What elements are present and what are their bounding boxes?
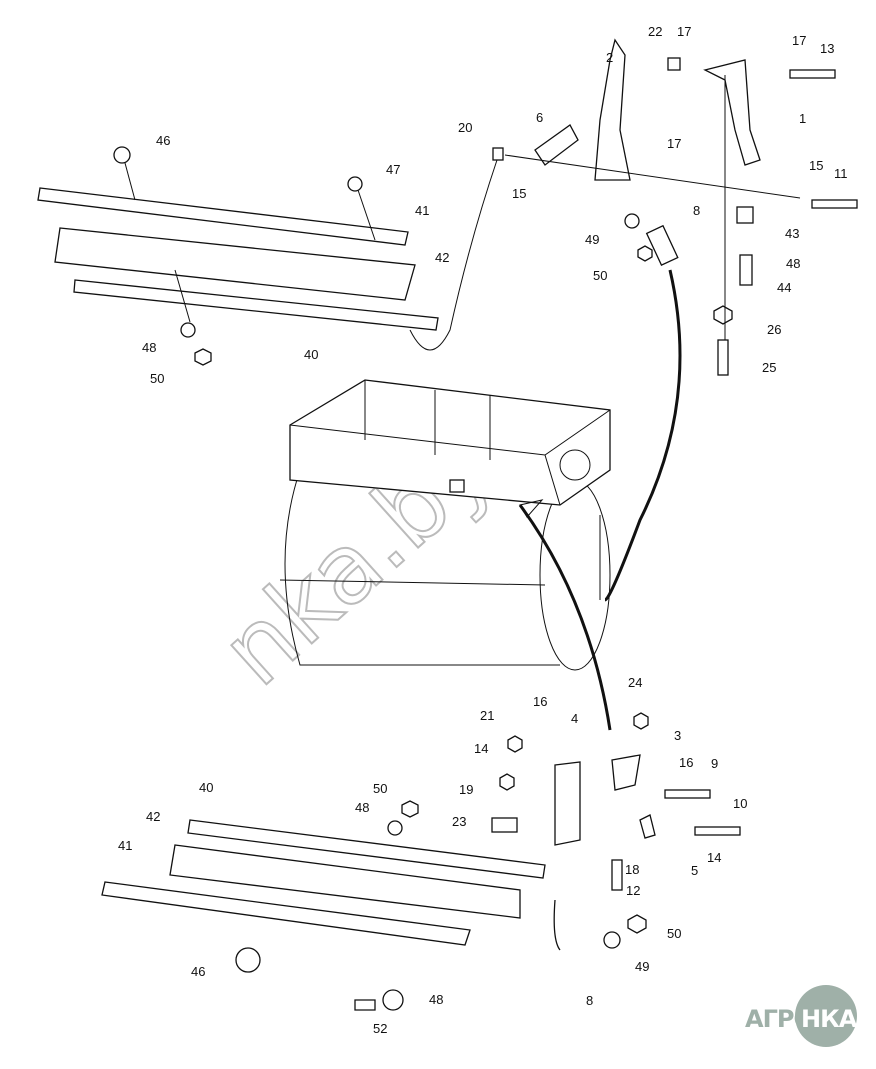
callout-8-top: 8 bbox=[693, 203, 700, 218]
scraper-bars-top bbox=[37, 146, 439, 366]
callout-8-bottom: 8 bbox=[586, 993, 593, 1008]
callout-18: 18 bbox=[625, 862, 639, 877]
callout-40-bottom: 40 bbox=[199, 780, 213, 795]
callout-40-top: 40 bbox=[304, 347, 318, 362]
frame-housing bbox=[289, 379, 611, 506]
callout-19: 19 bbox=[459, 782, 473, 797]
callout-1: 1 bbox=[799, 111, 806, 126]
callout-14-left: 14 bbox=[474, 741, 488, 756]
callout-21: 21 bbox=[480, 708, 494, 723]
callout-20: 20 bbox=[458, 120, 472, 135]
callout-46-bottom: 46 bbox=[191, 964, 205, 979]
callout-50-top-left: 50 bbox=[150, 371, 164, 386]
callout-10: 10 bbox=[733, 796, 747, 811]
callout-42-top: 42 bbox=[435, 250, 449, 265]
callout-labels: 1 2 3 4 5 6 8 8 9 10 11 12 13 14 14 15 1… bbox=[118, 24, 848, 1036]
callout-50-mid: 50 bbox=[373, 781, 387, 796]
callout-13: 13 bbox=[820, 41, 834, 56]
callout-41-bottom: 41 bbox=[118, 838, 132, 853]
callout-3: 3 bbox=[674, 728, 681, 743]
callout-17-lower: 17 bbox=[667, 136, 681, 151]
callout-50-top-right: 50 bbox=[593, 268, 607, 283]
scraper-bars-bottom bbox=[101, 800, 546, 1011]
callout-14-right: 14 bbox=[707, 850, 721, 865]
callout-48-right: 48 bbox=[786, 256, 800, 271]
callout-49-top: 49 bbox=[585, 232, 599, 247]
callout-12: 12 bbox=[626, 883, 640, 898]
callout-15-left: 15 bbox=[512, 186, 526, 201]
callout-2: 2 bbox=[606, 50, 613, 65]
logo-text-right: НКА bbox=[801, 1005, 857, 1033]
callout-26: 26 bbox=[767, 322, 781, 337]
callout-17-top: 17 bbox=[677, 24, 691, 39]
callout-46-top: 46 bbox=[156, 133, 170, 148]
callout-24: 24 bbox=[628, 675, 642, 690]
callout-25: 25 bbox=[762, 360, 776, 375]
callout-4: 4 bbox=[571, 711, 578, 726]
callout-15-right: 15 bbox=[809, 158, 823, 173]
callout-52: 52 bbox=[373, 1021, 387, 1036]
lever-linkage-bottom bbox=[491, 499, 741, 951]
callout-5: 5 bbox=[691, 863, 698, 878]
callout-17-right: 17 bbox=[792, 33, 806, 48]
callout-42-bottom: 42 bbox=[146, 809, 160, 824]
callout-50-bottom-right: 50 bbox=[667, 926, 681, 941]
logo-text-left: АГРО bbox=[745, 1005, 814, 1033]
callout-49-bottom: 49 bbox=[635, 959, 649, 974]
callout-41-top: 41 bbox=[415, 203, 429, 218]
callout-47: 47 bbox=[386, 162, 400, 177]
callout-11: 11 bbox=[834, 166, 848, 181]
callout-23: 23 bbox=[452, 814, 466, 829]
callout-48-bottom: 48 bbox=[429, 992, 443, 1007]
callout-48-top-left: 48 bbox=[142, 340, 156, 355]
callout-9: 9 bbox=[711, 756, 718, 771]
callout-6: 6 bbox=[536, 110, 543, 125]
roller-drum bbox=[279, 469, 611, 671]
callout-48-mid: 48 bbox=[355, 800, 369, 815]
callout-16-top: 16 bbox=[533, 694, 547, 709]
callout-44: 44 bbox=[777, 280, 791, 295]
callout-43: 43 bbox=[785, 226, 799, 241]
logo-circle bbox=[795, 985, 857, 1047]
lever-linkage-top bbox=[409, 38, 858, 602]
agronka-logo: АГРО НКА bbox=[745, 985, 865, 1055]
callout-22: 22 bbox=[648, 24, 662, 39]
callout-16-right: 16 bbox=[679, 755, 693, 770]
